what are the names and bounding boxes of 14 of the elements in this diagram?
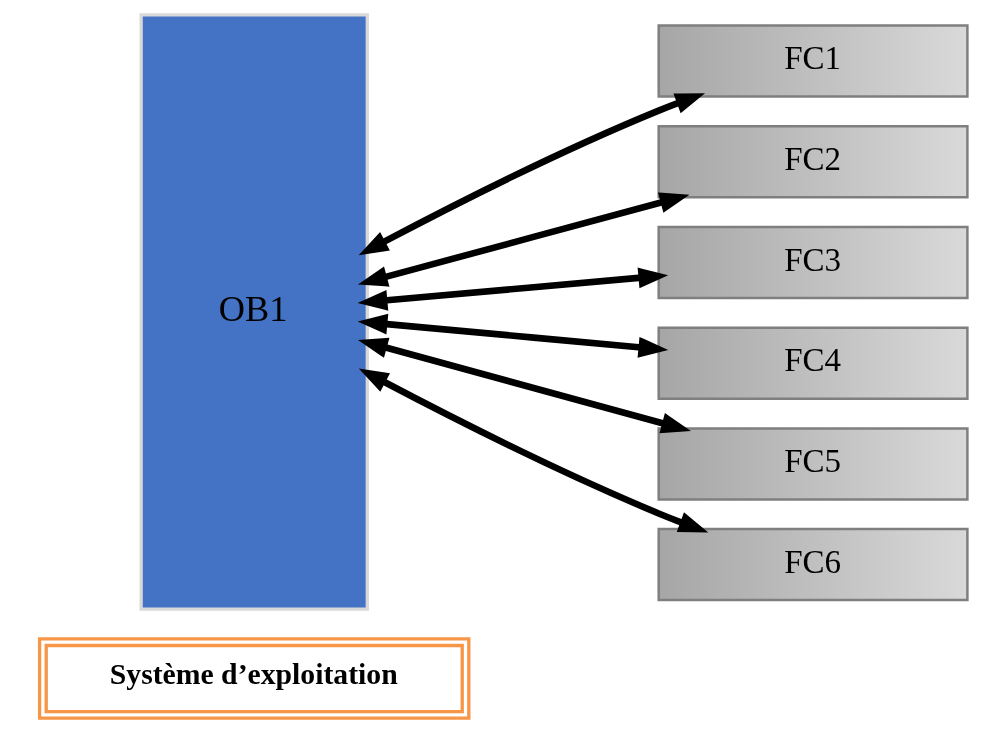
node-box: FC6: [657, 527, 969, 602]
arrow: [357, 267, 669, 311]
node-box: FC5: [657, 427, 969, 501]
arrow: [357, 313, 669, 358]
node-box: FC1: [657, 24, 969, 98]
arrow: [357, 192, 690, 287]
node-box: OB1: [139, 13, 369, 611]
arrow: [358, 93, 706, 256]
node-box: FC4: [657, 326, 969, 400]
node-box: FC3: [657, 225, 969, 300]
arrow: [358, 368, 709, 533]
arrow: [358, 337, 691, 434]
node-box: FC2: [657, 125, 969, 199]
node-box: Système d’exploitation: [37, 637, 471, 720]
